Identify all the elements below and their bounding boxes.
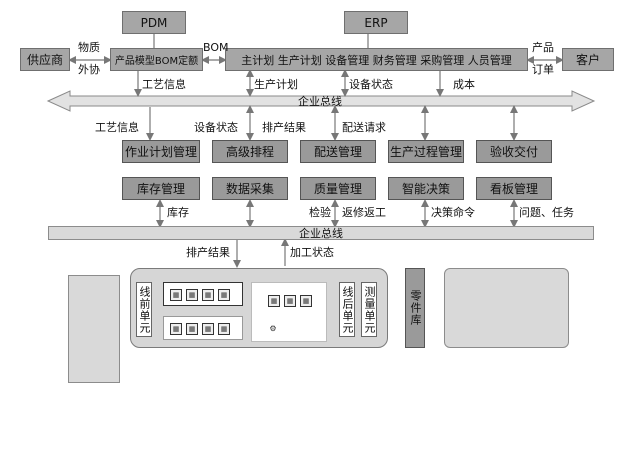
pdm-label: PDM bbox=[140, 15, 168, 30]
acceptance-delivery-module: 验收交付 bbox=[476, 140, 552, 163]
machine-icon: ▦ bbox=[202, 289, 214, 301]
rework-label: 返修返工 bbox=[342, 206, 386, 219]
intelligent-decision-module: 智能决策 bbox=[388, 177, 464, 200]
material-label: 物质 bbox=[78, 41, 100, 54]
process-info-lower-label: 工艺信息 bbox=[95, 121, 139, 134]
bom-quota-box: 产品模型BOM定额 bbox=[110, 48, 203, 71]
machine-icon: ▦ bbox=[170, 289, 182, 301]
outsourcing-label: 外协 bbox=[78, 63, 100, 76]
intelligent-decision-label: 智能决策 bbox=[401, 182, 450, 196]
production-process-module: 生产过程管理 bbox=[388, 140, 464, 163]
acceptance-delivery-label: 验收交付 bbox=[489, 145, 538, 159]
enterprise-bus-lower: 企业总线 bbox=[48, 226, 594, 240]
erp-modules-label: 主计划 生产计划 设备管理 财务管理 采购管理 人员管理 bbox=[241, 53, 512, 67]
delivery-label: 配送管理 bbox=[313, 145, 362, 159]
inventory-module: 库存管理 bbox=[122, 177, 200, 200]
equipment-status-lower-label: 设备状态 bbox=[194, 121, 238, 134]
machine-icon: ▦ bbox=[202, 323, 214, 335]
job-plan-module: 作业计划管理 bbox=[122, 140, 200, 163]
data-acquisition-label: 数据采集 bbox=[225, 182, 274, 196]
machine-icon: ▦ bbox=[218, 289, 230, 301]
enterprise-bus-upper-label: 企业总线 bbox=[298, 95, 342, 108]
machine-icon: ▦ bbox=[268, 295, 280, 307]
enterprise-bus-upper-arrow bbox=[46, 90, 596, 112]
inventory-module-label: 库存管理 bbox=[136, 182, 185, 196]
advanced-scheduling-module: 高级排程 bbox=[212, 140, 288, 163]
customer-box: 客户 bbox=[562, 48, 614, 71]
production-plan-label: 生产计划 bbox=[254, 78, 298, 91]
machine-icon: ▦ bbox=[186, 323, 198, 335]
assembly-cell: ▦ ▦ ▦ ⚙ bbox=[251, 282, 327, 342]
inspection-label: 检验 bbox=[309, 206, 331, 219]
erp-modules-box: 主计划 生产计划 设备管理 财务管理 采购管理 人员管理 bbox=[225, 48, 528, 71]
machine-icon: ▦ bbox=[186, 289, 198, 301]
machine-icon: ▦ bbox=[170, 323, 182, 335]
robot-icon: ⚙ bbox=[269, 325, 277, 333]
pre-line-unit-label: 线前单元 bbox=[138, 285, 151, 334]
machine-icon: ▦ bbox=[300, 295, 312, 307]
order-label: 订单 bbox=[532, 63, 554, 76]
process-status-label: 加工状态 bbox=[290, 246, 334, 259]
product-label: 产品 bbox=[532, 41, 554, 54]
parts-warehouse-label: 零件库 bbox=[409, 290, 422, 326]
decision-command-label: 决策命令 bbox=[431, 206, 475, 219]
job-plan-label: 作业计划管理 bbox=[124, 145, 197, 159]
schedule-result-upper-label: 排产结果 bbox=[262, 121, 306, 134]
kanban-module: 看板管理 bbox=[476, 177, 552, 200]
machining-cell-bottom: ▦ ▦ ▦ ▦ bbox=[163, 316, 243, 340]
erp-label: ERP bbox=[364, 15, 388, 30]
quality-module: 质量管理 bbox=[300, 177, 376, 200]
delivery-request-label: 配送请求 bbox=[342, 121, 386, 134]
machine-icon: ▦ bbox=[284, 295, 296, 307]
erp-system: ERP bbox=[344, 11, 408, 34]
measurement-unit-label: 测量单元 bbox=[363, 285, 376, 334]
measurement-unit: 测量单元 bbox=[361, 282, 377, 337]
supplier-box: 供应商 bbox=[20, 48, 70, 71]
schedule-result-lower-label: 排产结果 bbox=[186, 246, 230, 259]
production-process-label: 生产过程管理 bbox=[389, 145, 462, 159]
inventory-flow-label: 库存 bbox=[167, 206, 189, 219]
supplier-label: 供应商 bbox=[26, 53, 63, 67]
parts-warehouse: 零件库 bbox=[405, 268, 425, 348]
post-line-unit: 线后单元 bbox=[339, 282, 355, 337]
customer-label: 客户 bbox=[575, 53, 600, 67]
quality-label: 质量管理 bbox=[313, 182, 362, 196]
post-line-unit-label: 线后单元 bbox=[341, 285, 354, 334]
machine-icon: ▦ bbox=[218, 323, 230, 335]
process-info-upper-label: 工艺信息 bbox=[142, 78, 186, 91]
delivery-module: 配送管理 bbox=[300, 140, 376, 163]
machining-cell-top: ▦ ▦ ▦ ▦ bbox=[163, 282, 243, 306]
enterprise-bus-lower-label: 企业总线 bbox=[299, 227, 343, 240]
bom-quota-label: 产品模型BOM定额 bbox=[114, 56, 199, 67]
right-storage-block bbox=[444, 268, 569, 348]
data-acquisition-module: 数据采集 bbox=[212, 177, 288, 200]
bom-link-label: BOM bbox=[203, 41, 229, 54]
left-storage-block bbox=[68, 275, 120, 383]
cost-label: 成本 bbox=[453, 78, 475, 91]
issues-tasks-label: 问题、任务 bbox=[519, 206, 574, 219]
factory-floor: 线前单元 ▦ ▦ ▦ ▦ ▦ ▦ ▦ ▦ ▦ ▦ ▦ ⚙ 线后单元 测量单元 bbox=[130, 268, 388, 348]
kanban-label: 看板管理 bbox=[489, 182, 538, 196]
pre-line-unit: 线前单元 bbox=[136, 282, 152, 337]
advanced-scheduling-label: 高级排程 bbox=[225, 145, 274, 159]
equipment-status-upper-label: 设备状态 bbox=[349, 78, 393, 91]
pdm-system: PDM bbox=[122, 11, 186, 34]
